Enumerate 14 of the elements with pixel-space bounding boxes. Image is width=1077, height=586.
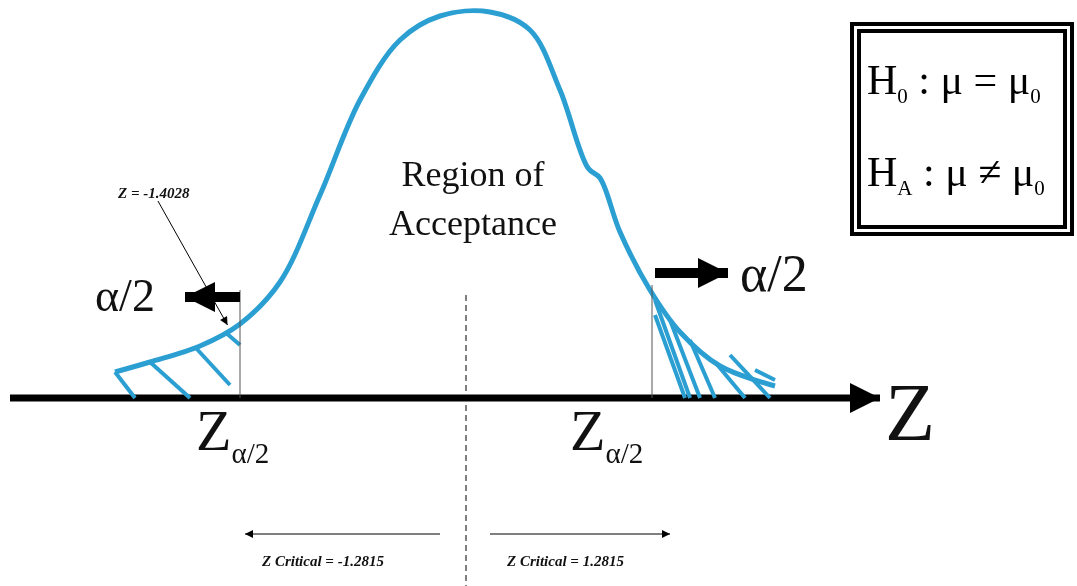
hypothesis-text: H$_{A}$ : μ ≠ μ$_{0}$ <box>867 149 1046 201</box>
region-label: Region of Acceptance <box>388 153 558 245</box>
shaded-tail-area <box>113 321 242 400</box>
axis-label: Z <box>885 372 936 454</box>
critical-value-text: Z Critical = -1.2815 <box>262 554 384 569</box>
critical-value-text: Z Critical = 1.2815 <box>507 554 624 569</box>
critical-value-label: Z$_{α/2}$ <box>570 402 644 468</box>
hypothesis-text: H$_{0}$ : μ = μ$_{0}$ <box>867 57 1042 109</box>
value-label: Z = -1.4028 <box>118 186 190 201</box>
alpha-label: α/2 <box>740 248 808 300</box>
alpha-label: α/2 <box>95 273 155 319</box>
leader-line <box>157 200 228 326</box>
hypothesis-box <box>850 22 1074 236</box>
critical-value-label: Z$_{α/2}$ <box>196 402 270 468</box>
